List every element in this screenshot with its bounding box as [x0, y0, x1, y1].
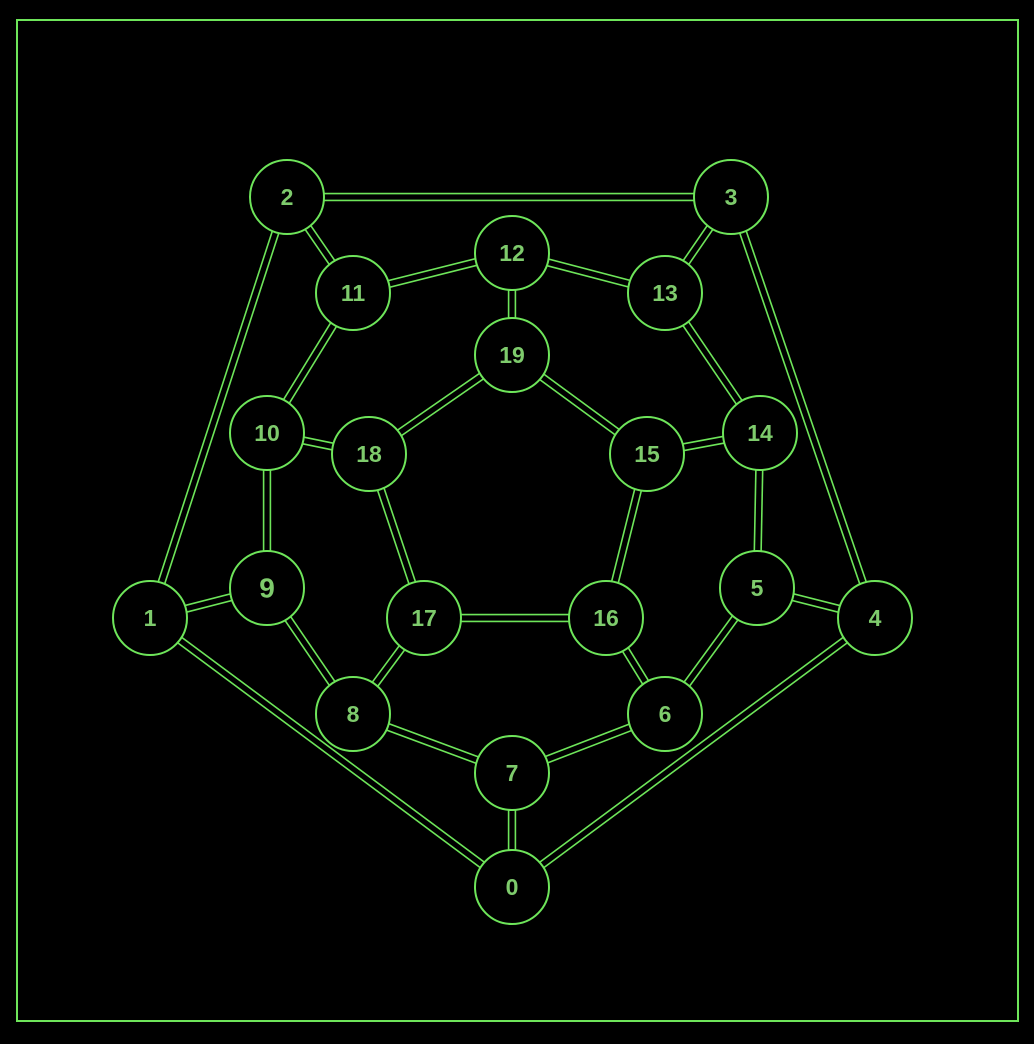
node-label: 5: [751, 575, 764, 601]
edge-2-3: [287, 192, 731, 202]
node-label: 9: [259, 573, 275, 604]
node-circle: [722, 395, 798, 471]
node-circle: [627, 255, 703, 331]
node-16: 16: [568, 580, 644, 656]
node-label: 16: [593, 605, 619, 631]
node-8: 8: [315, 676, 391, 752]
node-6: 6: [627, 676, 703, 752]
node-circle: [315, 676, 391, 752]
node-17: 17: [386, 580, 462, 656]
edge-0-4: [509, 614, 878, 891]
edge-1-2: [146, 195, 291, 620]
edge-0-1: [147, 614, 515, 891]
node-label: 12: [499, 240, 525, 266]
node-label: 13: [652, 280, 678, 306]
edge-rail: [152, 197, 291, 620]
edge-3-4: [727, 195, 879, 620]
node-circle: [719, 550, 795, 626]
node-circle: [474, 849, 550, 925]
node-label: 0: [506, 874, 519, 900]
node-label: 2: [281, 184, 294, 210]
node-circle: [386, 580, 462, 656]
node-0: 0: [474, 849, 550, 925]
node-circle: [229, 395, 305, 471]
node-label: 1: [144, 605, 157, 631]
edge-rail: [147, 620, 511, 891]
node-4: 4: [837, 580, 913, 656]
edge-rail: [727, 197, 873, 620]
node-circle: [474, 735, 550, 811]
node-label: 19: [499, 342, 525, 368]
node-circle: [474, 215, 550, 291]
node-label: 3: [725, 184, 738, 210]
edge-rail: [509, 614, 874, 885]
node-label: 6: [659, 701, 672, 727]
node-label: 10: [254, 420, 280, 446]
node-1: 1: [112, 580, 188, 656]
node-19: 19: [474, 317, 550, 393]
node-14: 14: [722, 395, 798, 471]
node-15: 15: [609, 416, 685, 492]
edge-rail: [513, 620, 878, 891]
node-circle: [331, 416, 407, 492]
node-18: 18: [331, 416, 407, 492]
node-11: 11: [315, 255, 391, 331]
node-circle: [627, 676, 703, 752]
node-label: 11: [341, 280, 366, 306]
node-label: 18: [356, 441, 382, 467]
node-circle: [568, 580, 644, 656]
node-circle: [315, 255, 391, 331]
node-9: 9: [229, 550, 305, 626]
node-label: 14: [747, 420, 773, 446]
node-12: 12: [474, 215, 550, 291]
node-13: 13: [627, 255, 703, 331]
node-7: 7: [474, 735, 550, 811]
node-label: 4: [869, 605, 882, 631]
node-5: 5: [719, 550, 795, 626]
node-circle: [249, 159, 325, 235]
edge-rail: [151, 614, 515, 885]
node-2: 2: [249, 159, 325, 235]
node-label: 15: [634, 441, 660, 467]
diagram-frame: [16, 19, 1019, 1022]
edge-rail: [146, 195, 285, 618]
node-label: 17: [411, 605, 437, 631]
node-circle: [609, 416, 685, 492]
edge-rail: [733, 195, 879, 618]
node-circle: [474, 317, 550, 393]
node-label: 7: [506, 760, 519, 786]
node-10: 10: [229, 395, 305, 471]
node-circle: [112, 580, 188, 656]
node-circle: [693, 159, 769, 235]
node-3: 3: [693, 159, 769, 235]
node-label: 8: [347, 701, 360, 727]
node-circle: [229, 550, 305, 626]
node-circle: [837, 580, 913, 656]
